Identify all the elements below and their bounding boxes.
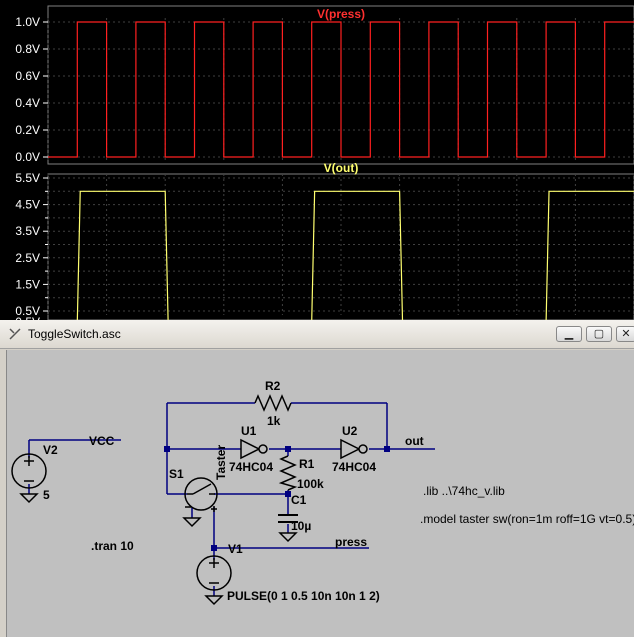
v2-value: 5 (43, 488, 50, 502)
junction-dot (285, 491, 291, 497)
waveform-viewer[interactable]: 1.0V 0.8V 0.6V 0.4V 0.2V 0.0V V(press) 5.5V 4.… (0, 0, 634, 320)
model-directive: .model taster sw(ron=1m roff=1G vt=0.5) (420, 512, 634, 526)
voltage-source-v1-symbol (196, 555, 232, 591)
schematic-drawing[interactable]: R2 1k U1 74HC04 U2 74HC04 R1 100k C1 10µ… (7, 350, 634, 637)
capacitor-c1-symbol (278, 514, 298, 523)
close-icon: ✕ (621, 328, 631, 340)
junction-dot (211, 545, 217, 551)
tick-label: 2.5V (15, 251, 40, 265)
close-button[interactable]: ✕ (616, 326, 634, 342)
v1-value: PULSE(0 1 0.5 10n 10n 1 2) (227, 589, 380, 603)
tick-label: 4.5V (15, 198, 40, 212)
inverter-u2-symbol (340, 438, 368, 460)
trace-press (48, 21, 634, 158)
s1-name: S1 (169, 467, 184, 481)
r2-name: R2 (265, 379, 281, 393)
ground-c1-icon (278, 532, 298, 543)
v1-name: V1 (228, 542, 243, 556)
r1-value: 100k (297, 477, 324, 491)
tick-label: 1.0V (15, 15, 40, 29)
v2-name: V2 (43, 443, 58, 457)
c1-value: 10µ (291, 519, 311, 533)
schematic-canvas[interactable]: R2 1k U1 74HC04 U2 74HC04 R1 100k C1 10µ… (6, 350, 634, 637)
s1-model: Taster (214, 445, 228, 480)
ground-v1-icon (204, 595, 224, 606)
window-title: ToggleSwitch.asc (28, 327, 121, 341)
tran-directive: .tran 10 (91, 539, 134, 553)
c1-name: C1 (291, 493, 307, 507)
resistor-r2-symbol (254, 394, 292, 412)
minimize-button[interactable]: ▁ (556, 326, 582, 342)
inverter-u1-symbol (240, 438, 268, 460)
lib-directive: .lib ..\74hc_v.lib (423, 484, 505, 498)
tick-label: 0.2V (15, 123, 40, 137)
press-plot-title: V(press) (317, 7, 365, 21)
waveform-plot[interactable]: 1.0V 0.8V 0.6V 0.4V 0.2V 0.0V V(press) 5.5V 4.… (0, 0, 634, 320)
restore-icon: ▢ (593, 328, 605, 340)
trace-out (76, 190, 634, 320)
window-titlebar[interactable]: ToggleSwitch.asc ▁ ▢ ✕ (0, 320, 634, 349)
out-net-label: out (405, 434, 424, 448)
u2-name: U2 (342, 424, 358, 438)
r1-name: R1 (299, 457, 315, 471)
switch-s1-symbol (184, 477, 218, 512)
tick-label: 0.5V (15, 304, 40, 318)
junction-dot (384, 446, 390, 452)
r2-value: 1k (267, 414, 281, 428)
minimize-icon: ▁ (564, 328, 574, 340)
u1-name: U1 (241, 424, 257, 438)
voltage-source-v2-symbol (11, 453, 47, 489)
schematic-icon (9, 328, 21, 340)
junction-dot (164, 446, 170, 452)
tick-label: -0.5V (11, 315, 40, 320)
ground-v2-icon (19, 493, 39, 504)
out-plot-title: V(out) (324, 161, 359, 175)
tick-label: 5.5V (15, 171, 40, 185)
press-net-label: press (335, 535, 367, 549)
tick-label: 0.4V (15, 96, 40, 110)
vcc-net-label: VCC (89, 434, 115, 448)
restore-button[interactable]: ▢ (586, 326, 612, 342)
junction-dot (285, 446, 291, 452)
tick-label: 0.8V (15, 42, 40, 56)
ground-s1-icon (182, 517, 202, 528)
u1-part: 74HC04 (229, 460, 273, 474)
u2-part: 74HC04 (332, 460, 376, 474)
tick-label: 1.5V (15, 277, 40, 291)
tick-label: 3.5V (15, 224, 40, 238)
resistor-r1-symbol (278, 455, 298, 491)
schematic-window[interactable]: ToggleSwitch.asc ▁ ▢ ✕ (0, 320, 634, 637)
tick-label: 0.6V (15, 69, 40, 83)
tick-label: 0.0V (15, 150, 40, 164)
